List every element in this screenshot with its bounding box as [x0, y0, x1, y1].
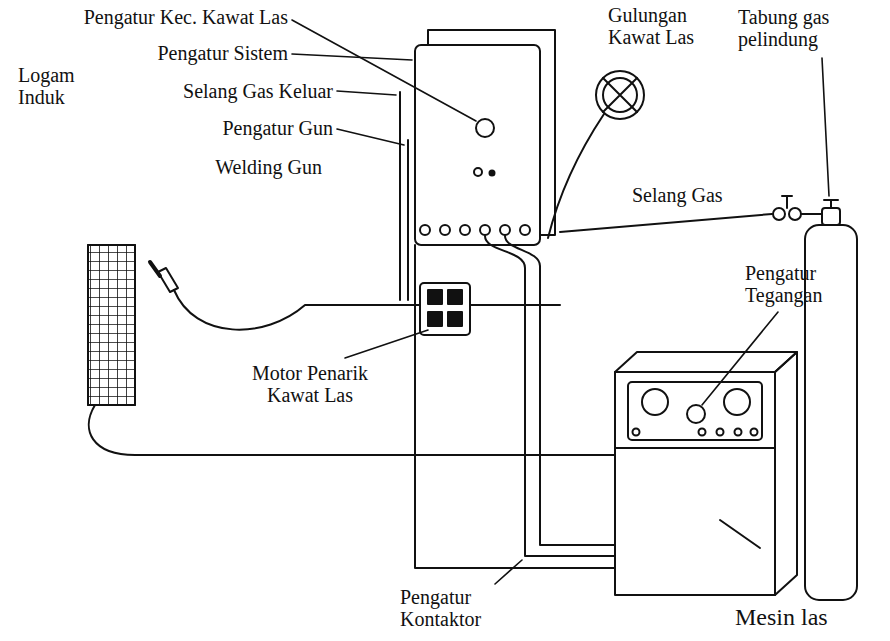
meter-dial	[724, 389, 750, 415]
cylinder-valve	[824, 200, 838, 208]
part-label: Tabung gas pelindung	[738, 6, 850, 50]
power-cable	[505, 236, 615, 545]
machine-side	[775, 352, 797, 595]
spool-cross	[603, 78, 637, 112]
leader-line	[337, 91, 396, 95]
regulator-knob	[782, 196, 792, 208]
system-knob	[474, 168, 482, 176]
part-label: Selang Gas	[632, 184, 723, 206]
terminal	[633, 429, 640, 436]
leader-line	[822, 58, 829, 196]
indicator-dot	[490, 171, 495, 176]
part-label: Pengatur Gun	[222, 117, 333, 139]
terminal	[699, 429, 706, 436]
leader-line	[337, 129, 404, 145]
gun-cable	[174, 290, 420, 330]
control-panel	[628, 382, 762, 440]
part-label: Pengatur Sistem	[157, 42, 288, 64]
part-label: Selang Gas Keluar	[183, 80, 333, 102]
part-label: Mesin las	[735, 604, 828, 630]
gas-cylinder	[773, 196, 857, 600]
wire-feeder-box	[415, 30, 555, 245]
socket	[460, 225, 470, 235]
gun-cable	[470, 304, 560, 306]
gun-handle	[158, 268, 178, 292]
socket	[420, 225, 430, 235]
part-label: Pengatur Tegangan	[745, 262, 845, 306]
speed-knob	[476, 119, 494, 137]
wire-spool	[548, 71, 644, 238]
welding-machine	[615, 352, 797, 595]
part-label: Pengatur Kec. Kawat Las	[84, 6, 288, 28]
part-label: Motor Penarik Kawat Las	[240, 362, 380, 406]
leader-line	[345, 330, 428, 358]
regulator-gauge	[789, 208, 801, 220]
welding-wire	[548, 114, 604, 238]
voltage-knob	[687, 405, 705, 423]
machine-top	[615, 352, 797, 372]
gas-hose	[560, 214, 772, 232]
motor-roller	[428, 312, 442, 326]
metal-plate	[88, 245, 135, 405]
leader-line	[702, 312, 778, 405]
terminal	[751, 429, 758, 436]
socket	[500, 225, 510, 235]
motor-roller	[448, 312, 462, 326]
regulator-gauge	[773, 208, 785, 220]
motor-roller	[428, 290, 442, 304]
contactor-switch	[720, 520, 760, 548]
feeder-front	[415, 45, 540, 245]
motor-box	[420, 283, 470, 335]
cylinder-neck	[822, 208, 840, 225]
terminal	[735, 429, 742, 436]
socket	[480, 225, 490, 235]
gun-control-cable	[407, 140, 409, 300]
spool-inner	[603, 78, 637, 112]
ground-cable	[89, 405, 615, 455]
leader-line	[495, 560, 522, 584]
metal-plate-outline	[88, 245, 135, 405]
contactor-cable	[485, 236, 615, 556]
leader-line	[292, 20, 476, 121]
terminal	[717, 429, 724, 436]
motor-roller	[448, 290, 462, 304]
part-label: Logam Induk	[18, 64, 88, 108]
regulator-stem	[801, 213, 822, 215]
meter-dial	[642, 389, 668, 415]
gas-out-hose	[399, 92, 401, 300]
socket	[440, 225, 450, 235]
welding-gun	[150, 262, 560, 330]
part-label: Pengatur Kontaktor	[400, 586, 500, 630]
control-cable	[415, 245, 615, 568]
part-label: Gulungan Kawat Las	[608, 4, 708, 48]
part-label: Welding Gun	[215, 156, 322, 178]
spool-outline	[596, 71, 644, 119]
machine-front	[615, 372, 775, 595]
socket	[520, 225, 530, 235]
wire-drive-motor	[420, 283, 470, 335]
panel-line	[615, 447, 775, 449]
leader-line	[292, 54, 412, 60]
base-metal	[88, 245, 135, 405]
